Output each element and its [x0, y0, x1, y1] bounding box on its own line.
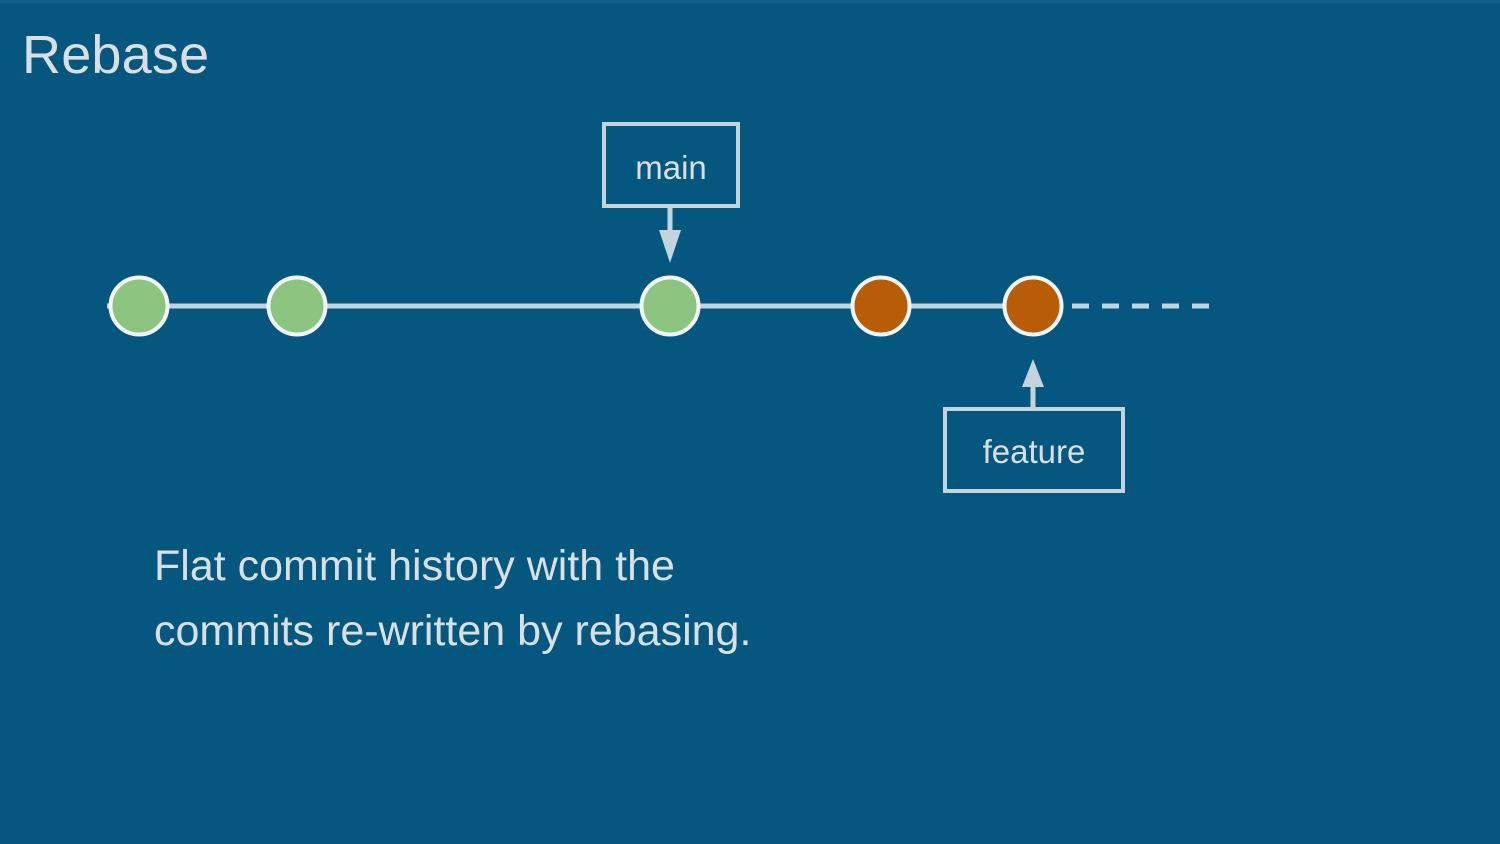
main-arrow-head-down-icon — [659, 230, 681, 263]
feature-label-text: feature — [983, 433, 1086, 470]
branch-label-main[interactable]: main — [602, 122, 740, 263]
commit-node-c1[interactable] — [108, 275, 170, 337]
commit-node-c2[interactable] — [266, 275, 328, 337]
branch-label-feature[interactable]: feature — [943, 359, 1125, 493]
page-title: Rebase — [22, 25, 210, 85]
feature-arrow-stem — [1030, 383, 1036, 411]
commit-nodes — [108, 275, 1064, 337]
caption-line-2: commits re-written by rebasing. — [154, 607, 752, 655]
feature-arrow-head-up-icon — [1022, 359, 1044, 387]
caption-line-1: Flat commit history with the — [154, 542, 675, 590]
main-arrow-stem — [667, 206, 673, 232]
commit-node-c5[interactable] — [1002, 275, 1064, 337]
top-edge-strip — [0, 0, 1500, 3]
commit-node-c3[interactable] — [639, 275, 701, 337]
slide-caption: Flat commit history with the commits re-… — [154, 534, 974, 664]
main-label-text: main — [635, 149, 707, 186]
commit-node-c4[interactable] — [850, 275, 912, 337]
